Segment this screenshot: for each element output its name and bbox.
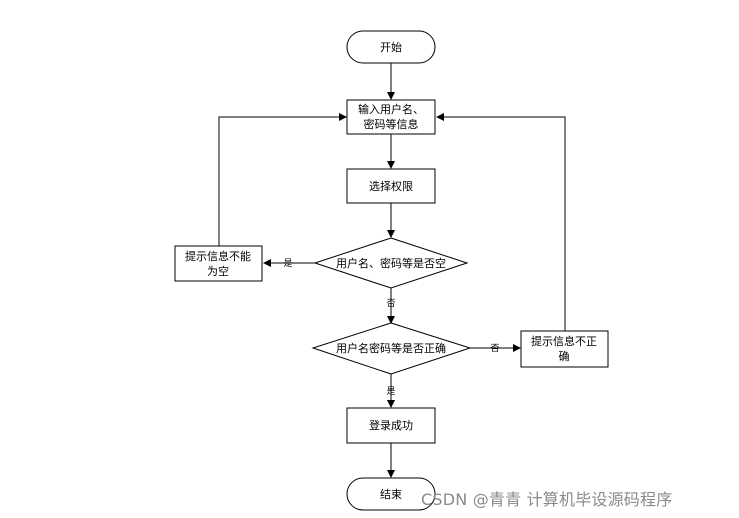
input-info-label-line2: 密码等信息 [364,117,419,131]
edge-label-empty-yes: 是 [283,258,292,269]
check-empty-label: 用户名、密码等是否空 [336,256,446,270]
end-label: 结束 [380,488,402,501]
start-label: 开始 [380,40,402,54]
prompt-incorrect-label-line1: 提示信息不正 [531,334,597,348]
edge-label-empty-no: 否 [386,298,395,309]
prompt-empty-label-line1: 提示信息不能 [185,249,251,263]
start-terminal [346,30,436,64]
edge-prompt-empty-loop [218,113,347,246]
prompt-empty-box [174,245,263,282]
login-success-label: 登录成功 [369,418,413,432]
input-info-label-line1: 输入用户名、 [358,102,424,116]
prompt-incorrect-box [520,330,609,368]
edge-label-correct-no: 否 [490,343,499,354]
edge-label-correct-yes: 是 [386,386,395,397]
select-permission-box [346,168,436,204]
check-correct-label: 用户名密码等是否正确 [336,341,446,355]
edge-prompt-incorrect-loop [436,113,566,331]
prompt-empty-label-line2: 为空 [207,264,229,278]
select-permission-label: 选择权限 [369,179,413,193]
check-correct-decision [311,322,472,375]
watermark-text: CSDN @青青 计算机毕设源码程序 [421,490,673,509]
prompt-incorrect-label-line2: 确 [559,350,570,363]
check-empty-decision [313,237,469,289]
login-success-box [346,407,436,444]
input-info-box [346,99,436,135]
end-terminal [346,477,436,511]
